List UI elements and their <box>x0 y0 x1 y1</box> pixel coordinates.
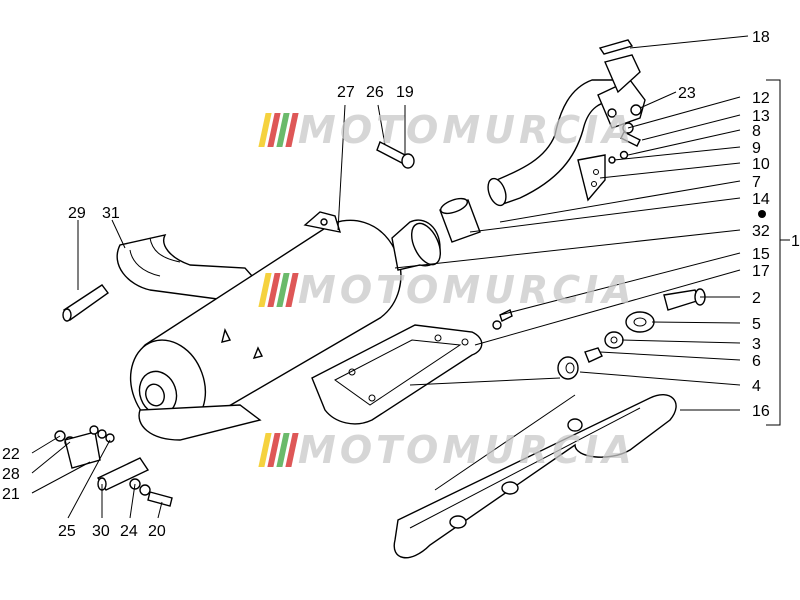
callout-27: 27 <box>337 84 355 101</box>
callout-17: 17 <box>752 263 770 280</box>
watermark-text: MOTOMURCIA <box>298 108 636 152</box>
sleeve-14 <box>439 197 481 243</box>
gasket-18 <box>598 39 634 55</box>
callout-30: 30 <box>92 523 110 540</box>
callout-3: 3 <box>752 336 761 353</box>
washer-24 <box>129 478 151 496</box>
leader-lines <box>31 35 790 519</box>
bolt-19 <box>376 141 415 169</box>
washer-3 <box>604 331 624 349</box>
callout-15: 15 <box>752 246 770 263</box>
callout-31: 31 <box>102 205 120 222</box>
watermark-text: MOTOMURCIA <box>298 268 636 312</box>
nut-23 <box>630 104 642 116</box>
watermark-text: MOTOMURCIA <box>298 428 636 472</box>
callout-1: 1 <box>791 233 800 250</box>
callout-20: 20 <box>148 523 166 540</box>
callout-25: 25 <box>58 523 76 540</box>
callouts: 18 23 12 13 8 9 10 7 14 32 15 17 2 5 3 6… <box>2 29 800 540</box>
washer-8 <box>619 150 629 160</box>
muffler <box>129 211 402 441</box>
muffler-inlet <box>391 219 442 271</box>
callout-9: 9 <box>752 140 761 157</box>
callout-24: 24 <box>120 523 138 540</box>
bolt-20 <box>147 491 173 507</box>
callout-10: 10 <box>752 156 770 173</box>
bolt-2 <box>663 288 706 311</box>
bracket-32 <box>311 324 483 425</box>
callout-2: 2 <box>752 290 761 307</box>
spacer-17 <box>492 320 502 330</box>
washer-25a <box>89 425 115 443</box>
callout-4: 4 <box>752 378 761 395</box>
watermark-bottom: MOTOMURCIA <box>258 428 636 472</box>
callout-13: 13 <box>752 108 770 125</box>
heat-shield-16 <box>393 393 677 559</box>
watermark-middle: MOTOMURCIA <box>258 268 636 312</box>
spacer-6 <box>584 347 603 363</box>
callout-23: 23 <box>678 85 696 102</box>
bracket-21 <box>64 431 101 469</box>
callout-5: 5 <box>752 316 761 333</box>
exhaust-pipe-7 <box>487 54 646 207</box>
callout-12: 12 <box>752 90 770 107</box>
pin-29 <box>62 284 109 322</box>
callout-19: 19 <box>396 84 414 101</box>
reference-dot <box>758 210 766 218</box>
bush-5 <box>625 311 655 333</box>
callout-7: 7 <box>752 174 761 191</box>
callout-21: 21 <box>2 486 20 503</box>
rubber-4 <box>557 356 579 380</box>
callout-18: 18 <box>752 29 770 46</box>
callout-22: 22 <box>2 446 20 463</box>
callout-8: 8 <box>752 123 761 140</box>
callout-29: 29 <box>68 205 86 222</box>
watermark-top: MOTOMURCIA <box>258 108 636 152</box>
callout-16: 16 <box>752 403 770 420</box>
callout-32: 32 <box>752 223 770 240</box>
callout-28: 28 <box>2 466 20 483</box>
callout-14: 14 <box>752 191 770 208</box>
callout-6: 6 <box>752 353 761 370</box>
callout-26: 26 <box>366 84 384 101</box>
